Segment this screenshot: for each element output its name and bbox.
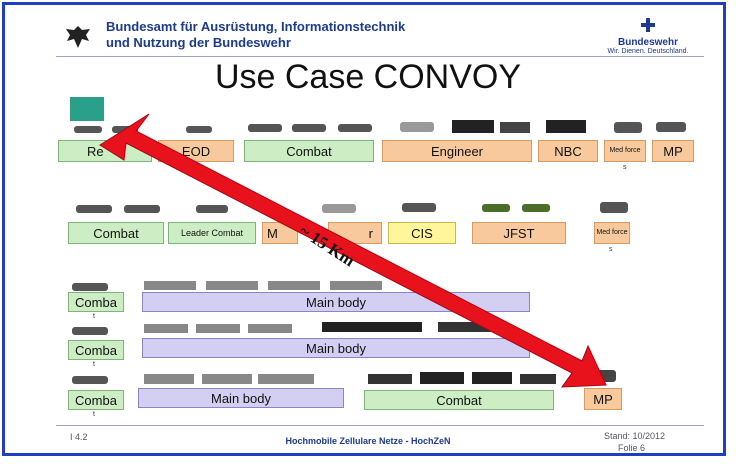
combat-box: Combat <box>364 390 554 410</box>
combat-box: Combat <box>68 222 164 244</box>
combat-box: Comba <box>68 340 124 360</box>
armored-vehicle-icon <box>72 120 686 384</box>
position-marker <box>70 97 104 121</box>
combat-suffix: t <box>93 411 95 418</box>
footer-stand: Stand: 10/2012 <box>604 431 666 441</box>
eagle-emblem-icon <box>66 26 90 48</box>
header-divider <box>56 56 704 57</box>
slide-title: Use Case CONVOY <box>214 58 522 96</box>
cis-box: CIS <box>388 222 456 244</box>
footer-slide-number: Folie 6 <box>618 443 646 453</box>
bundeswehr-logo-tagline: Wir. Dienen. Deutschland. <box>607 48 689 55</box>
med-force-box: Med force <box>604 140 646 162</box>
nbc-box: NBC <box>538 140 598 162</box>
engineer-box: Engineer <box>382 140 532 162</box>
org-name-line1: Bundesamt für Ausrüstung, Informationste… <box>106 19 406 34</box>
slide-frame <box>2 2 726 456</box>
mp-box: MP <box>652 140 694 162</box>
footer-project: Hochmobile Zellulare Netze - HochZeN <box>285 436 451 446</box>
combat-box: Combat <box>244 140 374 162</box>
footer-section: I 4.2 <box>70 432 88 442</box>
org-name-line2: und Nutzung der Bundeswehr <box>106 35 291 50</box>
med-force-suffix: s <box>623 164 627 171</box>
jfst-box: JFST <box>472 222 566 244</box>
mp-box: MP <box>584 388 622 410</box>
main-body-box: Main body <box>142 338 530 358</box>
med-force-box: Med force <box>594 222 630 244</box>
recon-box: Re <box>58 140 152 162</box>
med-force-suffix: s <box>609 246 613 253</box>
combat-suffix: t <box>93 313 95 320</box>
leader-combat-box: Leader Combat <box>168 222 256 244</box>
main-body-box: Main body <box>138 388 344 408</box>
bundeswehr-cross-icon <box>641 18 655 32</box>
bundeswehr-logo-name: Bundeswehr <box>617 37 678 48</box>
combat-suffix: t <box>93 361 95 368</box>
bundeswehr-logo: Bundeswehr Wir. Dienen. Deutschland. <box>600 18 696 55</box>
combat-box: Comba <box>68 292 124 312</box>
footer-divider <box>56 425 704 426</box>
combat-box: Comba <box>68 390 124 410</box>
